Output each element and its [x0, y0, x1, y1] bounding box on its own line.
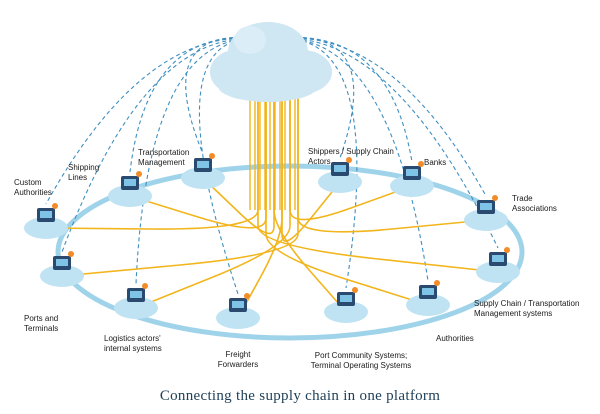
node-base — [181, 167, 225, 189]
label-logistics-actors: Logistics actors' internal systems — [104, 334, 162, 353]
icon-accent — [142, 283, 148, 289]
icon-screen — [406, 169, 418, 176]
office-worker-icon — [114, 283, 158, 319]
node-base — [216, 307, 260, 329]
server-icon — [181, 153, 225, 189]
bank-laptop-icon — [390, 161, 434, 197]
icon-screen — [197, 161, 209, 168]
port-crane-icon — [40, 251, 84, 287]
node-base — [318, 171, 362, 193]
crane-icon — [324, 287, 368, 323]
dashed-link-transportation-management — [185, 36, 269, 155]
label-banks: Banks — [424, 158, 447, 167]
label-authorities: Authorities — [436, 334, 474, 343]
label-transportation-management: Transportation Management — [138, 148, 190, 167]
connector-line-freight-forwarders — [237, 86, 283, 319]
icon-accent — [492, 195, 498, 201]
node-base — [108, 185, 152, 207]
icon-accent — [504, 247, 510, 253]
icon-accent — [209, 153, 215, 159]
label-shipping-lines: Shipping Lines — [68, 163, 100, 182]
node-base — [476, 261, 520, 283]
label-pcs: Port Community Systems; Terminal Operati… — [310, 351, 412, 370]
node-base — [40, 265, 84, 287]
icon-screen — [130, 291, 142, 298]
icon-screen — [492, 255, 504, 262]
truck-warehouse-icon — [216, 293, 260, 329]
diagram-caption: Connecting the supply chain in one platf… — [159, 388, 441, 404]
label-trade-associations: Trade Associations — [512, 194, 557, 213]
icon-screen — [480, 203, 492, 210]
icon-accent — [136, 171, 142, 177]
icon-accent — [52, 203, 58, 209]
icon-screen — [422, 288, 434, 295]
connector-line-authorities — [265, 86, 429, 306]
dashed-link-freight-forwarders — [198, 38, 269, 295]
icon-accent — [346, 157, 352, 163]
connector-line-ports-terminals — [61, 86, 299, 277]
label-scm-systems: Supply Chain / Transportation Management… — [474, 299, 580, 318]
customs-desk-icon — [24, 203, 68, 239]
node-base — [390, 175, 434, 197]
icon-accent — [68, 251, 74, 257]
node-base — [464, 209, 508, 231]
meeting-table-icon — [464, 195, 508, 231]
label-shippers: Shippers / Supply Chain Actors — [308, 147, 394, 166]
node-base — [114, 297, 158, 319]
cloud-icon — [210, 22, 332, 102]
server-globe-icon — [476, 247, 520, 283]
connector-line-scm-systems — [257, 86, 499, 273]
node-base — [406, 294, 450, 316]
icon-accent — [418, 161, 424, 167]
icon-screen — [40, 211, 52, 218]
screen-officer-icon — [406, 280, 450, 316]
connector-line-logistics-actors — [135, 86, 291, 309]
label-freight-forwarders: Freight Forwarders — [217, 350, 259, 369]
label-ports-terminals: Ports and Terminals — [24, 314, 59, 333]
icon-screen — [56, 259, 68, 266]
connector-line-transportation-management — [202, 86, 275, 235]
icon-screen — [232, 301, 244, 308]
connector-line-pcs — [273, 86, 347, 313]
icon-screen — [334, 165, 346, 172]
icon-accent — [352, 287, 358, 293]
icon-accent — [434, 280, 440, 286]
dashed-link-shippers — [267, 36, 355, 159]
worker-desk-icon — [318, 157, 362, 193]
icon-screen — [340, 295, 352, 302]
connector-lines — [45, 86, 499, 319]
node-base — [24, 217, 68, 239]
ship-icon — [108, 171, 152, 207]
icon-accent — [244, 293, 250, 299]
icon-screen — [124, 179, 136, 186]
node-group — [24, 153, 520, 329]
label-custom-authorities: Custom Authorities — [14, 178, 52, 197]
node-base — [324, 301, 368, 323]
